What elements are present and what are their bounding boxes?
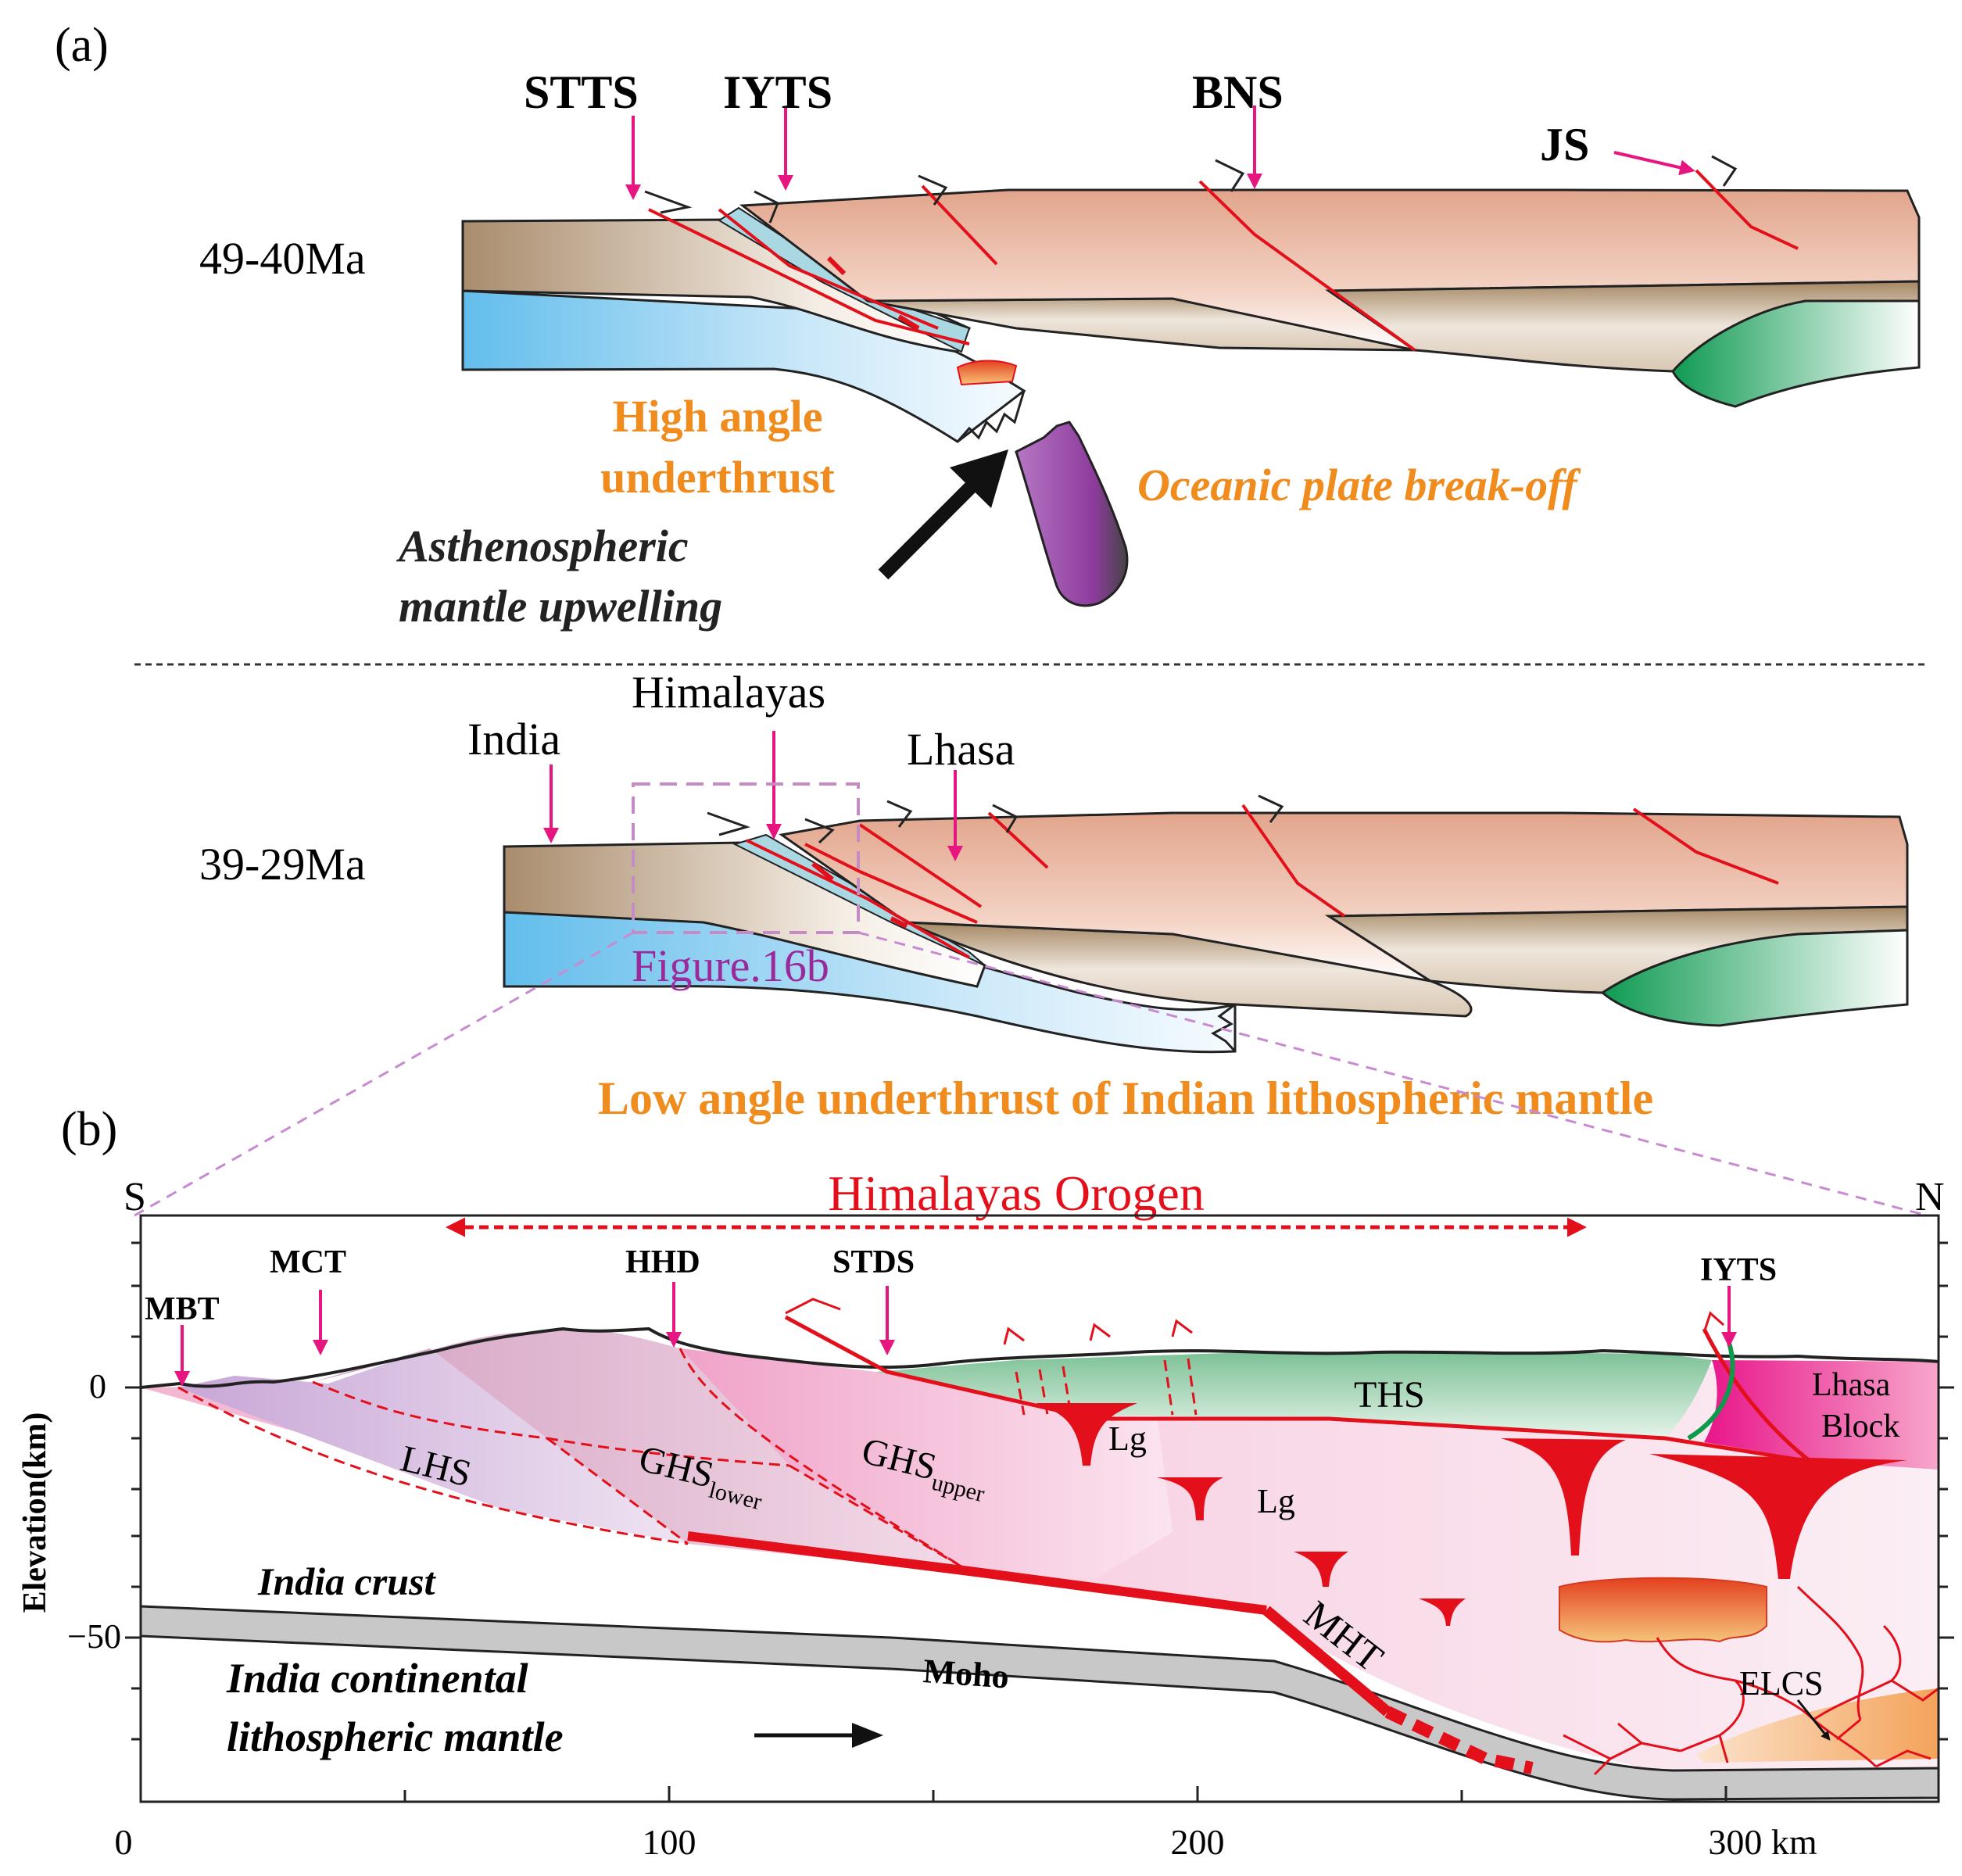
stage-49-40-label: 49-40Ma (199, 233, 366, 284)
note-high-angle-line1: High angle (612, 391, 822, 442)
projection-line-right (857, 931, 1928, 1217)
x-tick-300: 300 km (1708, 1822, 1817, 1862)
label-iyts-b: IYTS (1700, 1252, 1777, 1288)
slab-tear (956, 390, 1026, 442)
stage-39-29-label: 39-29Ma (199, 839, 366, 890)
label-moho: Moho (922, 1652, 1010, 1696)
label-mantle-line2: lithospheric mantle (227, 1713, 564, 1760)
plot-frame (139, 1214, 1940, 1803)
x-tick-0: 0 (115, 1822, 133, 1862)
label-mantle-line1: India continental (226, 1655, 528, 1702)
plate-motion-arrow (754, 1723, 883, 1748)
structure-arrows (174, 1282, 1737, 1387)
section-39-29: India Himalayas Lhasa Figure.16b (467, 667, 1909, 1054)
elcs-network (1563, 1585, 1939, 1776)
label-lg-2: Lg (1257, 1482, 1295, 1520)
label-south: S (124, 1175, 146, 1219)
suture-label-iyts: IYTS (723, 66, 832, 118)
ths-unit (875, 1352, 1712, 1438)
note-upwelling-line2: mantle upwelling (399, 581, 722, 632)
figure-16b-inset-box (632, 782, 860, 934)
y-axis-label: Elevation(km) (17, 1412, 53, 1613)
elcs-pointer-arrow (1796, 1699, 1831, 1741)
label-north: N (1915, 1175, 1945, 1219)
panel-a-label: (a) (55, 19, 109, 72)
crustal-melt-reservoir (1559, 1577, 1767, 1643)
suture-arrows-top (625, 106, 1695, 200)
fault-sense-symbols-top (644, 155, 1738, 224)
green-block (1671, 299, 1921, 408)
fault-sense-symbols-bottom (707, 794, 1284, 844)
label-himalayas-orogen: Himalayas Orogen (828, 1165, 1205, 1221)
main-himalayan-thrust (687, 1531, 1534, 1774)
green-block-2 (1600, 929, 1909, 1027)
ghs-lower-unit (313, 1329, 969, 1571)
unit-boundaries (177, 1348, 1198, 1573)
label-lg-1: Lg (1108, 1420, 1147, 1458)
upwelling-arrow (878, 449, 1008, 580)
label-india: India (467, 714, 560, 764)
cross-section-b: MBT MCT HHD STDS IYTS LHS GHSlower GHSup… (17, 1214, 1954, 1862)
iyts-suture-line (1687, 1342, 1735, 1441)
suture-label-stts: STTS (524, 66, 639, 118)
slab-melt-patch (956, 360, 1018, 386)
broken-oceanic-slab (1015, 421, 1129, 607)
indian-crust (461, 218, 972, 353)
lhasa-block-unit (1704, 1360, 1939, 1470)
label-elcs: ELCS (1739, 1664, 1824, 1702)
himalayan-wedge-2 (732, 833, 986, 966)
surface-topography (140, 1326, 1939, 1389)
lhs-unit (178, 1348, 688, 1544)
label-hhd: HHD (625, 1244, 700, 1280)
note-high-angle-line2: underthrust (600, 452, 835, 503)
label-himalayas: Himalayas (632, 667, 825, 718)
leucogranite-bodies (1036, 1403, 1907, 1626)
suture-label-js: JS (1540, 119, 1589, 170)
faults-top (648, 169, 1799, 352)
x-tick-200: 200 (1171, 1822, 1225, 1862)
label-lhasa-block-line1: Lhasa (1812, 1367, 1891, 1403)
section-49-40: STTS IYTS BNS JS (461, 66, 1921, 607)
label-india-crust: India crust (257, 1559, 437, 1603)
lhasa-upper-plate (739, 188, 1921, 352)
label-figure-16b: Figure.16b (632, 940, 829, 991)
note-break-off: Oceanic plate break-off (1137, 460, 1581, 510)
label-stds: STDS (832, 1244, 915, 1280)
x-tick-100: 100 (643, 1822, 696, 1862)
faults-bottom (746, 804, 1779, 959)
y-tick-minus-50: −50 (67, 1617, 121, 1656)
fault-sense-symbols-b (785, 1298, 1724, 1345)
main-faults-b (784, 1315, 1823, 1472)
projection-line-left (134, 931, 634, 1217)
panel-b-label: (b) (61, 1103, 117, 1156)
label-mct: MCT (270, 1244, 346, 1280)
y-tick-0: 0 (89, 1367, 106, 1405)
lhasa-upper-plate-2 (779, 811, 1909, 983)
axis-ticks (125, 1241, 1954, 1802)
label-ths: THS (1354, 1374, 1425, 1416)
indian-crust-2 (503, 841, 986, 988)
label-mbt: MBT (145, 1291, 220, 1327)
note-low-angle-underthrust: Low angle underthrust of Indian lithosph… (598, 1072, 1653, 1124)
suture-label-bns: BNS (1192, 66, 1284, 118)
note-upwelling-line1: Asthenospheric (396, 521, 689, 571)
label-lhasa-block-line2: Block (1821, 1409, 1899, 1445)
label-lhasa: Lhasa (907, 724, 1015, 775)
